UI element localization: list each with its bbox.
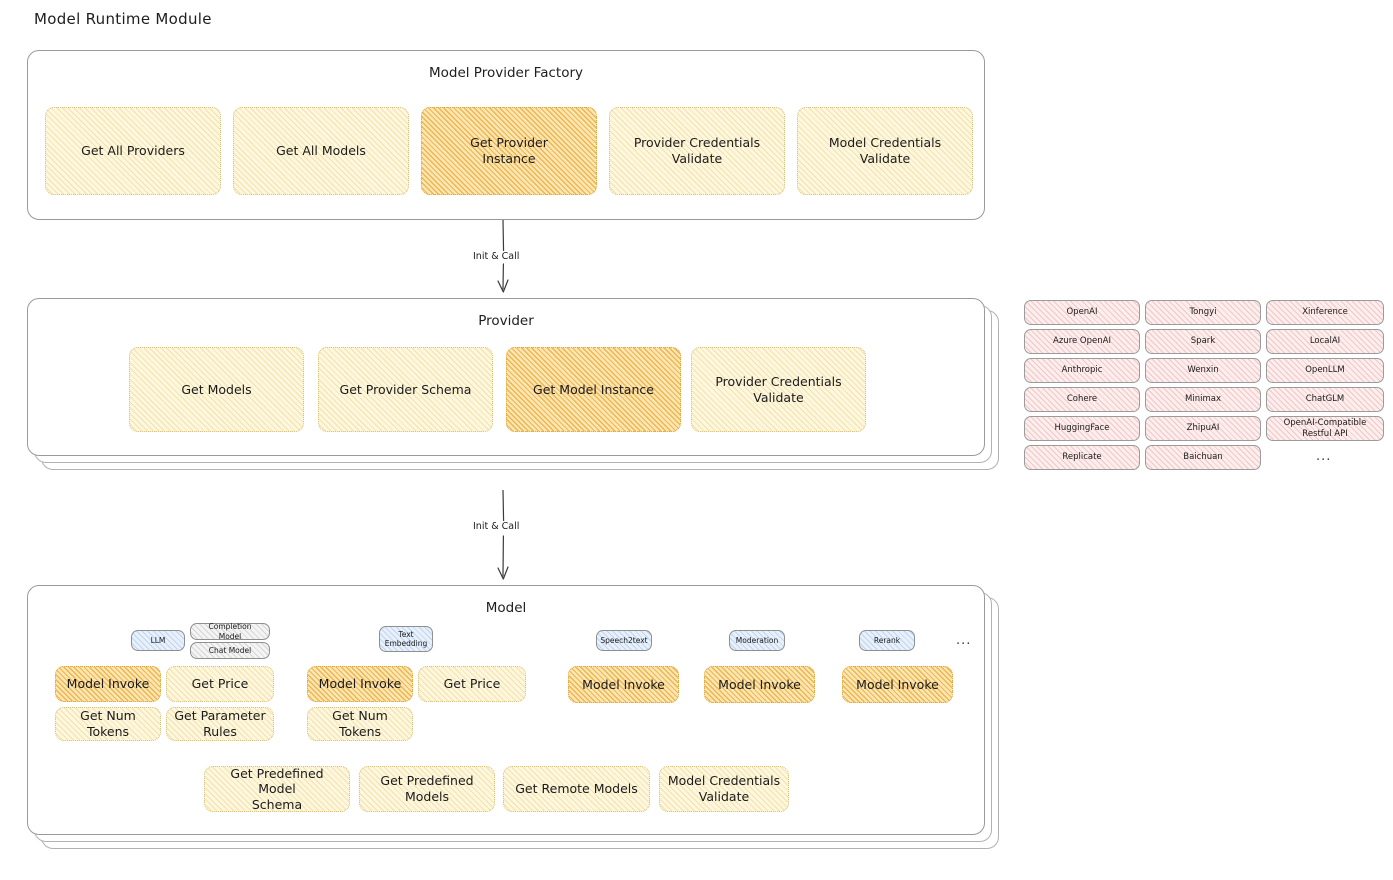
page-title: Model Runtime Module xyxy=(34,10,212,28)
provider-title: Provider xyxy=(478,313,534,329)
model-op-moderation-model-invoke[interactable]: Model Invoke xyxy=(704,666,815,703)
model-title: Model xyxy=(485,600,527,616)
factory-node-get-provider-instance[interactable]: Get Provider Instance xyxy=(421,107,597,195)
provider-list-more-ellipsis: ... xyxy=(1316,449,1332,464)
provider-chip-azure-openai[interactable]: Azure OpenAI xyxy=(1024,329,1140,354)
model-op-speech2text-model-invoke[interactable]: Model Invoke xyxy=(568,666,679,703)
provider-chip-chatglm[interactable]: ChatGLM xyxy=(1266,387,1384,412)
provider-chip-anthropic[interactable]: Anthropic xyxy=(1024,358,1140,383)
model-type-chip-text-embedding[interactable]: Text Embedding xyxy=(379,626,433,652)
model-op-llm-get-num-tokens[interactable]: Get Num Tokens xyxy=(55,707,161,741)
model-op-llm-get-price[interactable]: Get Price xyxy=(166,666,274,702)
provider-chip-minimax[interactable]: Minimax xyxy=(1145,387,1261,412)
factory-title: Model Provider Factory xyxy=(428,65,583,81)
model-common-op-get-remote-models[interactable]: Get Remote Models xyxy=(503,766,650,812)
model-op-rerank-model-invoke[interactable]: Model Invoke xyxy=(842,666,953,703)
provider-chip-tongyi[interactable]: Tongyi xyxy=(1145,300,1261,325)
factory-node-provider-credentials-validate[interactable]: Provider Credentials Validate xyxy=(609,107,785,195)
provider-chip-cohere[interactable]: Cohere xyxy=(1024,387,1140,412)
model-op-text-embedding-model-invoke[interactable]: Model Invoke xyxy=(307,666,413,702)
provider-chip-baichuan[interactable]: Baichuan xyxy=(1145,445,1261,470)
provider-chip-openai-compatible-restful-api[interactable]: OpenAI-Compatible Restful API xyxy=(1266,416,1384,441)
arrow-factory-to-provider: Init & Call xyxy=(462,219,552,298)
factory-node-get-all-models[interactable]: Get All Models xyxy=(233,107,409,195)
model-types-more-ellipsis: ... xyxy=(956,633,972,648)
factory-node-get-all-providers[interactable]: Get All Providers xyxy=(45,107,221,195)
model-provider-factory-panel: Model Provider Factory Get All Providers… xyxy=(27,50,985,220)
model-op-text-embedding-get-price[interactable]: Get Price xyxy=(418,666,526,702)
model-type-chip-moderation[interactable]: Moderation xyxy=(729,630,785,651)
provider-chip-openllm[interactable]: OpenLLM xyxy=(1266,358,1384,383)
arrow-provider-to-model: Init & Call xyxy=(462,489,552,586)
model-common-op-get-predefined-model-schema[interactable]: Get Predefined Model Schema xyxy=(204,766,350,812)
provider-node-provider-credentials-validate[interactable]: Provider Credentials Validate xyxy=(691,347,866,432)
arrow-factory-to-provider-label: Init & Call xyxy=(470,251,523,262)
provider-node-get-provider-schema[interactable]: Get Provider Schema xyxy=(318,347,493,432)
provider-chip-openai[interactable]: OpenAI xyxy=(1024,300,1140,325)
provider-panel: Provider Get Models Get Provider Schema … xyxy=(27,298,985,456)
provider-list: OpenAI Azure OpenAI Anthropic Cohere Hug… xyxy=(1024,300,1384,475)
model-subtype-chip-chat-model[interactable]: Chat Model xyxy=(190,642,270,659)
provider-node-get-models[interactable]: Get Models xyxy=(129,347,304,432)
provider-chip-zhipuai[interactable]: ZhipuAI xyxy=(1145,416,1261,441)
provider-chip-localai[interactable]: LocalAI xyxy=(1266,329,1384,354)
model-common-op-model-credentials-validate[interactable]: Model Credentials Validate xyxy=(659,766,789,812)
provider-node-get-model-instance[interactable]: Get Model Instance xyxy=(506,347,681,432)
model-op-llm-model-invoke[interactable]: Model Invoke xyxy=(55,666,161,702)
provider-chip-wenxin[interactable]: Wenxin xyxy=(1145,358,1261,383)
provider-chip-replicate[interactable]: Replicate xyxy=(1024,445,1140,470)
model-op-llm-get-parameter-rules[interactable]: Get Parameter Rules xyxy=(166,707,274,741)
provider-chip-spark[interactable]: Spark xyxy=(1145,329,1261,354)
provider-chip-huggingface[interactable]: HuggingFace xyxy=(1024,416,1140,441)
model-op-text-embedding-get-num-tokens[interactable]: Get Num Tokens xyxy=(307,707,413,741)
model-subtype-chip-completion-model[interactable]: Completion Model xyxy=(190,622,270,641)
provider-chip-xinference[interactable]: Xinference xyxy=(1266,300,1384,325)
arrow-provider-to-model-label: Init & Call xyxy=(470,521,523,532)
model-common-op-get-predefined-models[interactable]: Get Predefined Models xyxy=(359,766,495,812)
factory-node-model-credentials-validate[interactable]: Model Credentials Validate xyxy=(797,107,973,195)
model-panel: Model LLM Completion Model Chat Model Mo… xyxy=(27,585,985,835)
model-type-chip-llm[interactable]: LLM xyxy=(131,630,185,651)
model-type-chip-speech2text[interactable]: Speech2text xyxy=(596,630,652,651)
model-type-chip-rerank[interactable]: Rerank xyxy=(859,630,915,651)
